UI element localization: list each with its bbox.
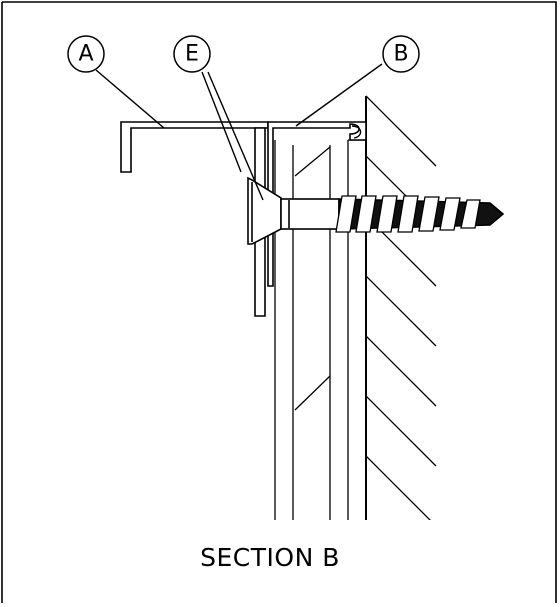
callout-b-label: B: [393, 42, 408, 67]
callout-e-label: E: [185, 42, 199, 67]
callout-e: E: [173, 35, 211, 73]
callout-b: B: [382, 35, 420, 73]
section-caption: SECTION B: [200, 543, 340, 572]
wall-hatching: [366, 95, 437, 520]
callout-a-label: A: [78, 42, 93, 67]
profile-b-curl: [351, 125, 362, 139]
screw-e: [247, 176, 505, 245]
profile-a: [120, 121, 269, 173]
callout-a: A: [67, 35, 105, 73]
leader-lines: [95, 63, 383, 201]
